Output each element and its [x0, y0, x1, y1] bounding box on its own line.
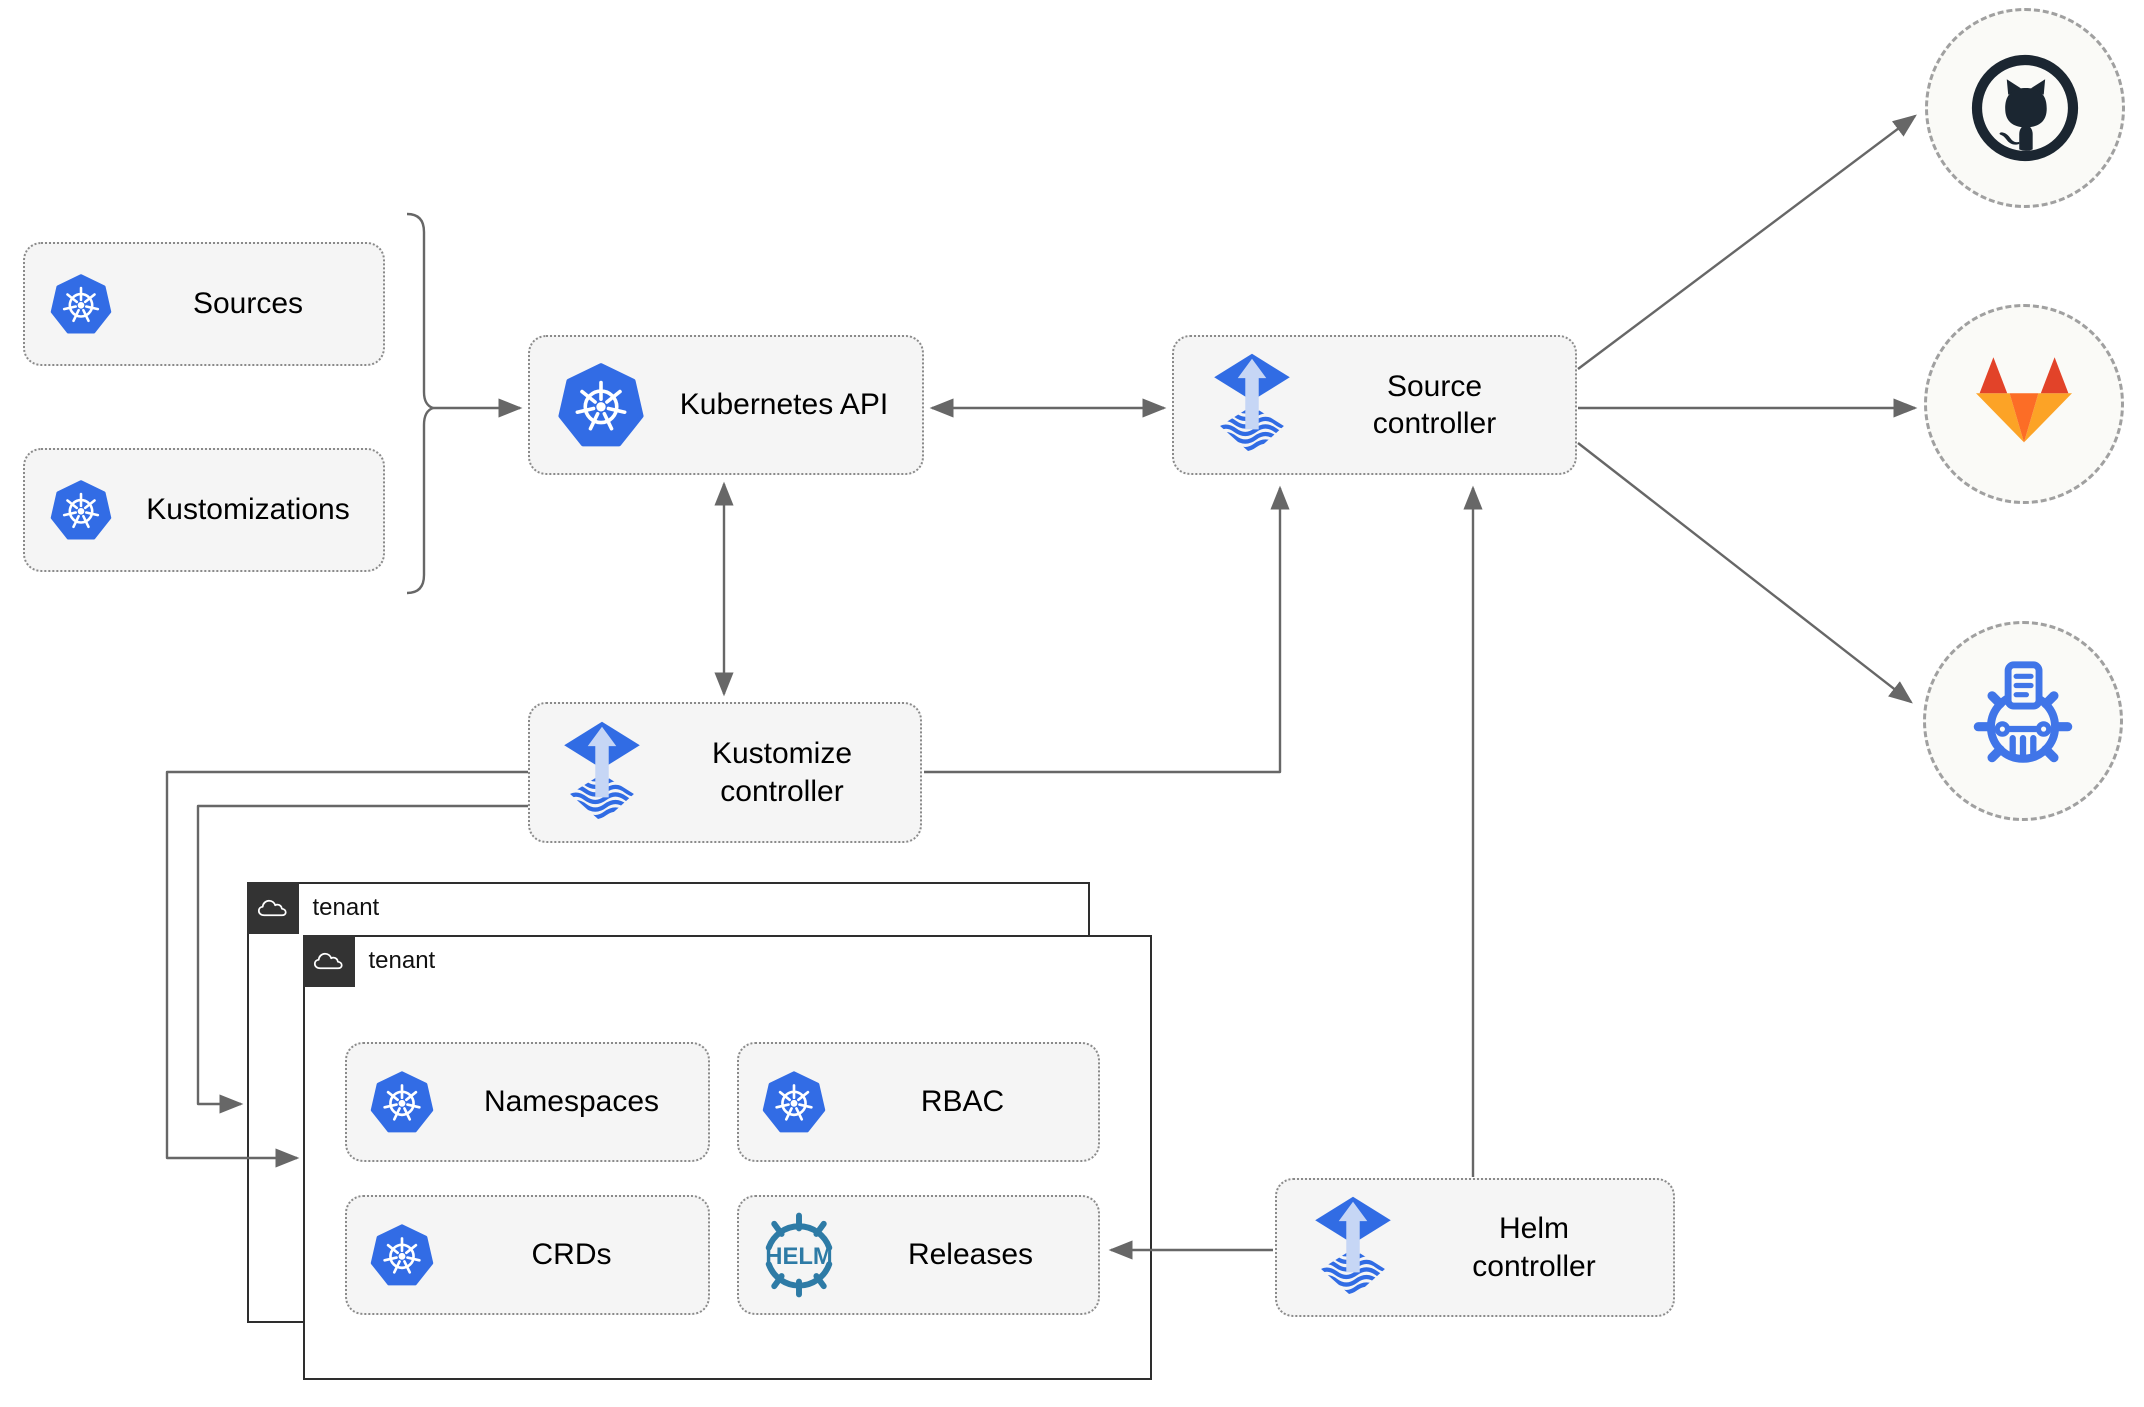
flux-icon	[1210, 352, 1294, 458]
edge-kustomize-to-source-controller	[924, 485, 1290, 774]
node-kustomize-controller: Kustomize controller	[528, 702, 922, 843]
gitlab-icon	[1964, 351, 2084, 457]
node-kustomizations-label: Kustomizations	[146, 493, 350, 527]
node-namespaces: Namespaces	[345, 1042, 710, 1162]
helm-icon	[755, 1211, 843, 1299]
kubernetes-icon	[369, 1069, 435, 1135]
endpoint-gitlab	[1924, 304, 2124, 504]
node-kustomizations: Kustomizations	[23, 448, 385, 572]
tenant-inner-label: tenant	[368, 946, 436, 974]
endpoint-github	[1925, 8, 2125, 208]
node-kustomize-controller-label: Kustomize controller	[711, 737, 853, 808]
tenant-outer-label: tenant	[312, 893, 380, 921]
node-helm-controller-label: Helm controller	[1472, 1212, 1596, 1283]
node-namespaces-label: Namespaces	[483, 1085, 660, 1119]
cloud-icon	[302, 934, 355, 987]
kubernetes-icon	[556, 360, 646, 450]
node-helm-controller: Helm controller	[1275, 1178, 1675, 1317]
node-source-controller: Source controller	[1172, 335, 1577, 475]
brace-sources-group	[406, 212, 435, 595]
kubernetes-icon	[369, 1222, 435, 1288]
node-sources: Sources	[23, 242, 385, 366]
node-releases-label: Releases	[907, 1238, 1034, 1272]
tenant-outer-header: tenant	[246, 881, 380, 934]
node-rbac: RBAC	[737, 1042, 1100, 1162]
kubernetes-icon	[49, 478, 113, 542]
node-sources-label: Sources	[192, 287, 304, 321]
kubernetes-icon	[761, 1069, 827, 1135]
tenant-inner-header: tenant	[302, 934, 436, 987]
flux-icon	[1311, 1195, 1395, 1301]
cloud-icon	[246, 881, 299, 934]
node-releases: Releases	[737, 1195, 1100, 1315]
flux-icon	[560, 720, 644, 826]
node-source-controller-label: Source controller	[1372, 369, 1497, 441]
node-kubernetes-api: Kubernetes API	[528, 335, 924, 475]
edge-source-to-chart-repository	[1577, 442, 1913, 704]
endpoint-chart-repository	[1923, 621, 2123, 821]
edge-source-to-github	[1577, 114, 1917, 370]
node-kubernetes-api-label: Kubernetes API	[679, 388, 889, 422]
github-icon	[1965, 48, 2085, 168]
kubernetes-icon	[49, 272, 113, 336]
node-crds-label: CRDs	[531, 1238, 612, 1272]
node-rbac-label: RBAC	[920, 1085, 1005, 1119]
chartmuseum-icon	[1960, 658, 2086, 784]
node-crds: CRDs	[345, 1195, 710, 1315]
